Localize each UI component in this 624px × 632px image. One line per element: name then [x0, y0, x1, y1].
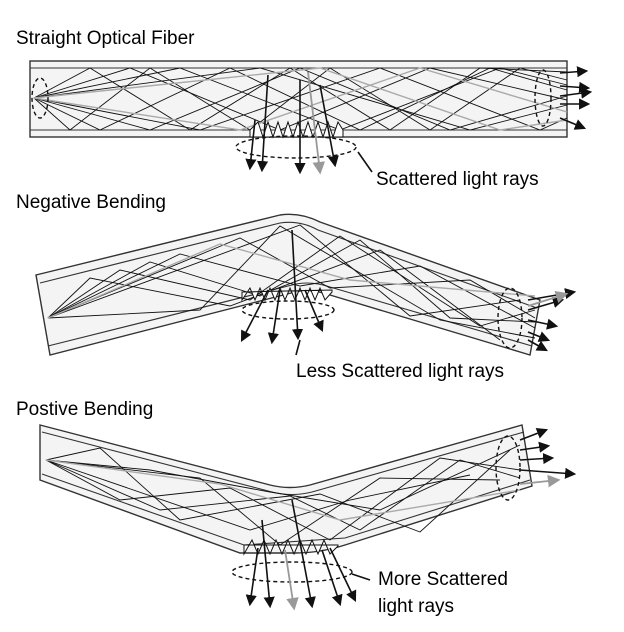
straight-rays — [31, 67, 568, 131]
panel-title-negative: Negative Bending — [16, 192, 166, 213]
straight-exit-arrows — [559, 66, 593, 130]
straight-leader-line — [357, 151, 373, 173]
negative-scattered-arrows — [240, 229, 324, 345]
negative-scatter-zone — [241, 300, 335, 320]
positive-scattered-arrows — [245, 499, 357, 611]
straight-annotation: Scattered light rays — [376, 169, 539, 190]
positive-scatter-zone — [231, 561, 353, 583]
negative-annotation: Less Scattered light rays — [296, 361, 504, 382]
positive-leader-line — [351, 573, 371, 581]
straight-scatter-zone — [235, 135, 357, 159]
panel-title-positive: Postive Bending — [16, 399, 153, 420]
negative-exit-arrows — [527, 288, 577, 352]
positive-annotation-line2: light rays — [378, 596, 454, 617]
negative-rays — [47, 224, 536, 349]
positive-grating — [243, 538, 339, 556]
panel-positive: Postive Bending — [16, 399, 577, 617]
panel-straight: Straight Optical Fiber — [16, 28, 593, 190]
panel-negative: Negative Bending — [16, 192, 577, 382]
positive-fiber — [39, 424, 533, 554]
negative-leader-line — [295, 339, 301, 356]
panel-title-straight: Straight Optical Fiber — [16, 28, 195, 49]
straight-scattered-arrows — [245, 71, 339, 175]
positive-exit-arrows — [519, 427, 577, 488]
positive-rays — [45, 435, 521, 546]
positive-annotation-line1: More Scattered — [378, 569, 508, 590]
